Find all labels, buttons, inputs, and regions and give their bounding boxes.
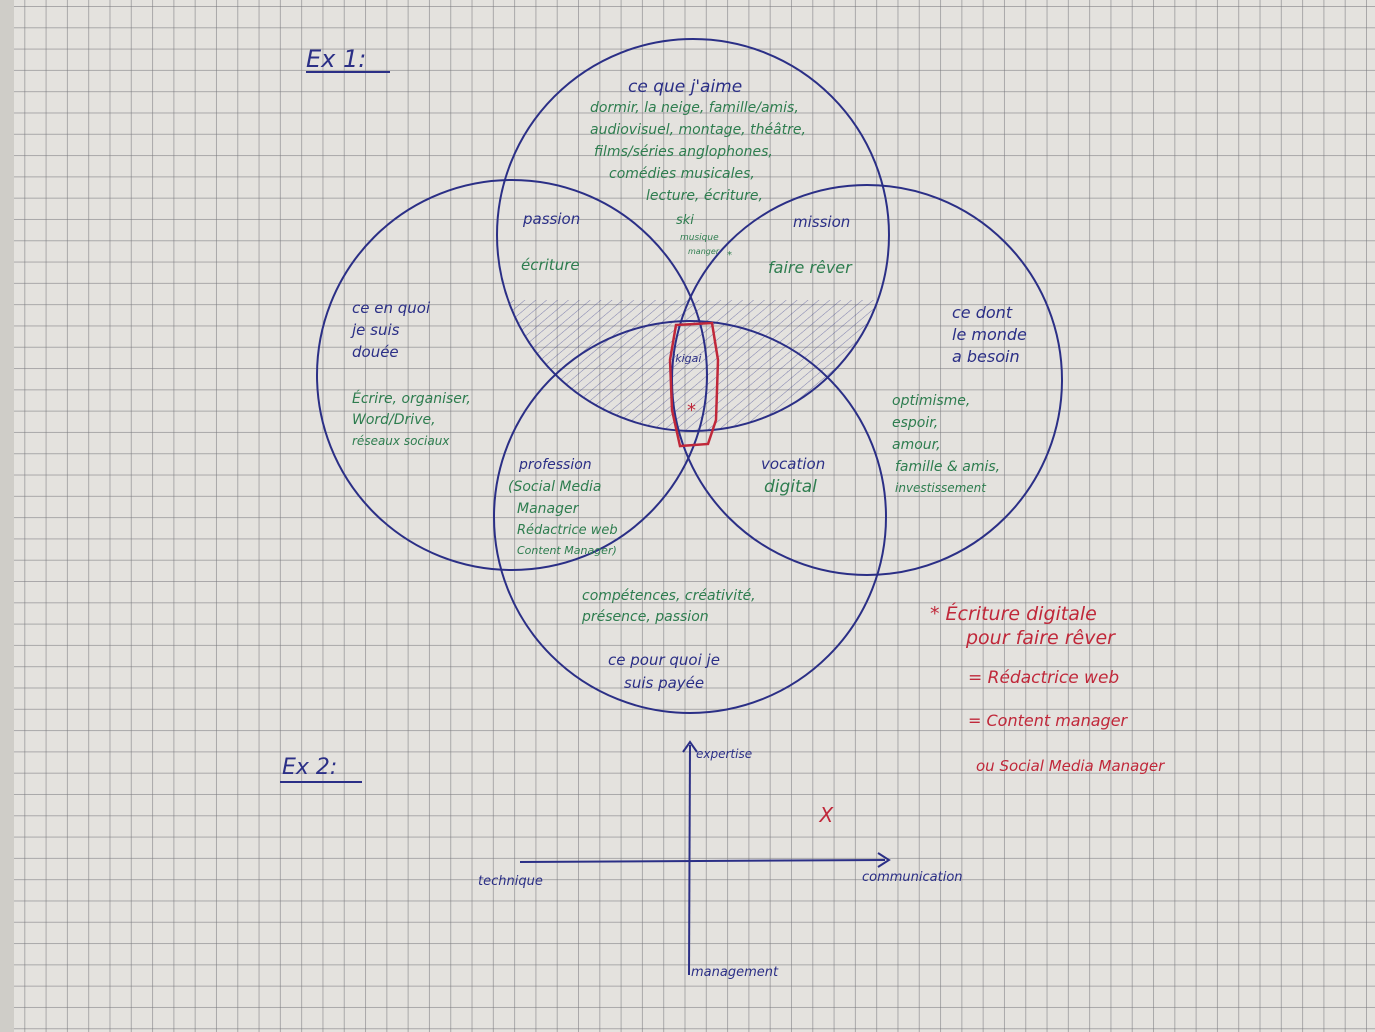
love-line: dormir, la neige, famille/amis, [590, 100, 799, 116]
ex2-heading: Ex 2: [282, 755, 337, 780]
mission-value: faire rêver [768, 258, 853, 277]
love-line: audiovisuel, montage, théâtre, [590, 122, 806, 138]
love-title: ce que j'aime [628, 77, 742, 97]
ikigai-star: * [687, 400, 696, 421]
love-line: comédies musicales, [609, 166, 755, 182]
profession-line: Manager [517, 501, 580, 517]
world-needs-title: a besoin [952, 347, 1020, 366]
conclusion-line: * Écriture digitale [930, 602, 1097, 625]
vocation-value: digital [764, 477, 817, 497]
circle-what-i-am-paid-for [493, 320, 887, 714]
world-needs-line: famille & amis, [895, 459, 1000, 475]
passion-label: passion [522, 210, 580, 228]
ikigai-outline [668, 321, 720, 448]
profession-line: (Social Media [508, 479, 601, 495]
center-item-eat: manger [688, 247, 720, 256]
world-needs-line: espoir, [892, 415, 938, 431]
center-item-music: musique [680, 233, 719, 243]
love-line: films/séries anglophones, [594, 144, 773, 160]
love-line: lecture, écriture, [646, 188, 763, 204]
conclusion-line: pour faire rêver [965, 627, 1116, 649]
world-needs-title: le monde [952, 325, 1027, 344]
circle-what-i-love [496, 38, 890, 432]
horizontal-axis [519, 859, 886, 863]
good-at-line: Word/Drive, [352, 412, 436, 428]
conclusion-line: ou Social Media Manager [976, 757, 1165, 775]
good-at-line: Écrire, organiser, [352, 390, 471, 407]
good-at-title: ce en quoi [352, 299, 431, 317]
vertical-axis-arrow [682, 740, 698, 753]
good-at-title: douée [352, 343, 399, 361]
profession-label: profession [518, 457, 592, 473]
axis-label-left: technique [478, 874, 543, 889]
conclusion-line: = Content manager [968, 711, 1129, 730]
ex1-heading: Ex 1: [306, 45, 366, 73]
page-edge [0, 0, 14, 1032]
profession-line: Content Manager) [517, 544, 617, 557]
center-star: * [727, 250, 732, 261]
mission-label: mission [793, 213, 850, 231]
world-needs-line: optimisme, [892, 393, 970, 409]
vertical-axis [688, 744, 691, 976]
axis-label-bottom: management [691, 965, 779, 980]
profession-line: Rédactrice web [517, 523, 618, 538]
passion-value: écriture [521, 256, 580, 274]
circle-what-i-am-good-at [316, 179, 708, 571]
world-needs-title: ce dont [952, 303, 1013, 322]
paid-title: suis payée [624, 674, 704, 692]
paid-line: compétences, créativité, [582, 588, 756, 604]
position-marker: X [819, 803, 835, 827]
vocation-label: vocation [761, 455, 825, 473]
good-at-line: réseaux sociaux [352, 434, 450, 448]
center-item-ski: ski [676, 213, 694, 228]
world-needs-line: amour, [892, 437, 941, 453]
paid-title: ce pour quoi je [608, 651, 720, 669]
paid-line: présence, passion [581, 609, 709, 625]
ikigai-label: Ikigai [672, 352, 701, 365]
horizontal-axis-arrow [877, 852, 891, 868]
conclusion-line: = Rédactrice web [968, 668, 1119, 688]
axis-label-top: expertise [696, 747, 752, 761]
axis-label-right: communication [862, 870, 963, 885]
world-needs-line: investissement [895, 481, 987, 495]
good-at-title: je suis [350, 321, 400, 339]
